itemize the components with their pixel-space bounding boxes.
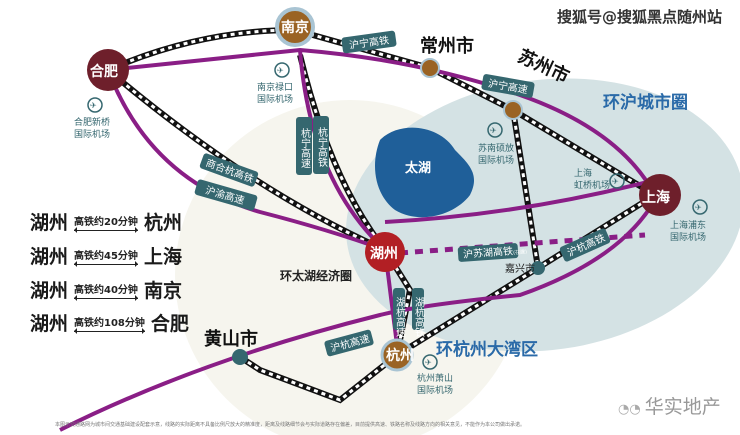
svg-text:上海浦东: 上海浦东: [670, 219, 706, 231]
airplane-icon: [87, 97, 103, 113]
travel-time-row: 湖州高铁约45分钟上海: [30, 242, 182, 269]
svg-text:虹桥机场: 虹桥机场: [574, 179, 610, 191]
svg-text:国际机场: 国际机场: [670, 231, 706, 243]
city-hangzhou[interactable]: 杭州: [380, 338, 414, 372]
svg-text:国际机场: 国际机场: [74, 128, 110, 140]
svg-text:湖州: 湖州: [370, 246, 398, 262]
route-tag-hangning-exp: 杭宁高速: [296, 117, 312, 175]
zone-shanghai-circle: 环沪城市圈: [603, 92, 688, 113]
duration: 高铁约108分钟: [74, 314, 145, 334]
brand-watermark: ◔◔华实地产: [618, 392, 721, 419]
destination: 合肥: [150, 313, 189, 335]
zone-taihu-circle: 环太湖经济圈: [280, 268, 352, 283]
svg-text:湖杭高速: 湖杭高速: [394, 297, 406, 337]
svg-text:国际机场: 国际机场: [257, 93, 293, 105]
travel-time-row: 湖州高铁约20分钟杭州: [30, 208, 182, 235]
airplane-icon: [274, 62, 290, 78]
svg-text:✈: ✈: [277, 66, 284, 75]
svg-text:✈: ✈: [490, 126, 497, 135]
route-tag-huhang-rail2: 湖杭高铁: [412, 288, 425, 338]
city-huzhou[interactable]: 湖州: [365, 232, 405, 272]
travel-time-row: 湖州高铁约40分钟南京: [30, 276, 182, 303]
route-tag-husuhu: 沪苏湖高铁(在建): [457, 243, 528, 262]
airplane-icon: [692, 199, 708, 215]
svg-text:✈: ✈: [90, 101, 97, 110]
duration: 高铁约40分钟: [74, 281, 138, 301]
svg-text:南京: 南京: [281, 19, 309, 36]
airplane-icon: [422, 354, 438, 370]
svg-text:✈: ✈: [612, 177, 619, 186]
wechat-icon: ◔◔: [618, 402, 641, 417]
svg-text:嘉兴市: 嘉兴市: [505, 262, 535, 275]
lake-label: 太湖: [404, 160, 431, 176]
destination: 杭州: [143, 212, 182, 234]
duration: 高铁约20分钟: [74, 213, 138, 233]
zone-hangzhou-bay: 环杭州大湾区: [436, 339, 538, 360]
watermark: 搜狐号@搜狐黑点随州站: [556, 8, 722, 26]
svg-text:湖杭高铁: 湖杭高铁: [413, 297, 425, 338]
city-huangshan[interactable]: 黄山市: [204, 328, 258, 365]
route-tag-huning-rail: 沪宁高铁: [341, 30, 397, 54]
city-hefei[interactable]: 合肥: [87, 49, 129, 91]
svg-text:杭宁高铁: 杭宁高铁: [316, 126, 328, 168]
brand-name: 华实地产: [644, 396, 721, 418]
svg-text:✈: ✈: [695, 203, 702, 212]
svg-text:苏南硕放: 苏南硕放: [478, 142, 514, 154]
city-changzhou[interactable]: 常州市: [420, 35, 474, 78]
route-tag-huning-exp: 沪宁高速: [481, 74, 535, 98]
svg-text:✈: ✈: [425, 358, 432, 367]
svg-text:合肥: 合肥: [90, 63, 118, 80]
city-shanghai[interactable]: 上海: [639, 174, 681, 216]
destination: 上海: [143, 246, 182, 268]
route-tag-hangning-rail: 杭宁高铁: [313, 116, 329, 174]
footnote: 本图示交通路网为城市间交通基础建设配套示意，线路的实际距离不具备比例尺放大的精准…: [55, 422, 526, 428]
taihu-lake: [375, 127, 475, 218]
svg-text:国际机场: 国际机场: [478, 154, 514, 166]
svg-text:上海: 上海: [642, 189, 670, 206]
svg-text:杭州: 杭州: [386, 347, 414, 364]
svg-text:南京禄口: 南京禄口: [257, 81, 293, 93]
svg-text:国际机场: 国际机场: [417, 384, 453, 396]
svg-text:合肥新桥: 合肥新桥: [74, 116, 110, 128]
city-jiaxing[interactable]: 嘉兴市: [505, 261, 545, 275]
origin: 湖州: [30, 246, 69, 268]
city-nanjing[interactable]: 南京: [275, 7, 315, 47]
svg-text:杭宁高速: 杭宁高速: [299, 127, 311, 168]
svg-text:上海: 上海: [574, 167, 592, 179]
svg-text:常州市: 常州市: [420, 35, 474, 57]
origin: 湖州: [30, 313, 69, 335]
svg-text:杭州萧山: 杭州萧山: [417, 372, 453, 384]
origin: 湖州: [30, 212, 69, 234]
duration: 高铁约45分钟: [74, 247, 138, 267]
svg-text:沪苏湖高铁(在建): 沪苏湖高铁(在建): [463, 243, 528, 260]
svg-text:黄山市: 黄山市: [204, 328, 258, 350]
route-tag-huhang-exp2: 湖杭高速: [393, 288, 406, 337]
origin: 湖州: [30, 280, 69, 302]
airplane-icon: [487, 122, 503, 138]
destination: 南京: [143, 280, 182, 302]
airplane-icon: [609, 173, 625, 189]
travel-time-row: 湖州高铁约108分钟合肥: [30, 309, 189, 336]
